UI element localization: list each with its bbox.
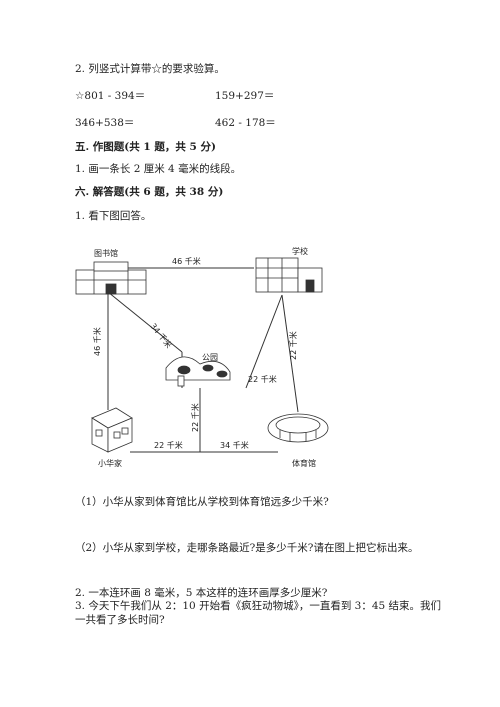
calc-item-4: 462 - 178＝ xyxy=(215,117,276,129)
park-icon xyxy=(165,356,231,387)
dist-library-school: 46 千米 xyxy=(172,256,201,266)
label-library: 图书馆 xyxy=(94,248,118,258)
label-park: 公园 xyxy=(202,353,218,362)
school-icon xyxy=(255,257,323,293)
section6-heading: 六. 解答题(共 6 题，共 38 分) xyxy=(75,186,224,198)
gym-icon xyxy=(267,413,329,443)
section5-question-1: 1. 画一条长 2 厘米 4 毫米的线段。 xyxy=(75,163,242,175)
sub-question-2: （2）小华从家到学校，走哪条路最近?是多少千米?请在图上把它标出来。 xyxy=(75,542,419,554)
section6-question-1: 1. 看下图回答。 xyxy=(75,210,152,222)
dist-school-gym: 22 千米 xyxy=(288,331,298,360)
question-2: 2. 一本连环画 8 毫米，5 本这样的连环画厚多少厘米? xyxy=(75,587,328,599)
label-school: 学校 xyxy=(292,246,308,256)
dist-park-school: 22 千米 xyxy=(248,374,277,384)
library-icon xyxy=(75,261,147,295)
calc-instruction: 2. 列竖式计算带☆的要求验算。 xyxy=(75,63,225,75)
sub-question-1: （1）小华从家到体育馆比从学校到体育馆远多少千米? xyxy=(75,496,329,508)
dist-park-vertical: 22 千米 xyxy=(190,403,200,432)
section5-heading: 五. 作图题(共 1 题，共 5 分) xyxy=(75,141,216,153)
calc-item-2: 159+297＝ xyxy=(215,90,275,102)
calc-item-3: 346+538＝ xyxy=(75,117,135,129)
dist-home-junction: 22 千米 xyxy=(154,440,183,450)
route-map: 图书馆 学校 公园 小华家 体育馆 46 千米 34 千米 46 千米 xyxy=(75,246,329,468)
question-3-line-1: 3. 今天下午我们从 2：10 开始看《疯狂动物城》，一直看到 3：45 结束。… xyxy=(75,600,442,612)
question-3-line-2: 一共看了多长时间? xyxy=(75,614,165,626)
dist-junction-gym: 34 千米 xyxy=(220,440,249,450)
label-gym: 体育馆 xyxy=(292,458,316,468)
calc-item-1: ☆801 - 394＝ xyxy=(75,90,146,102)
home-icon xyxy=(91,407,133,453)
dist-library-home: 46 千米 xyxy=(92,327,102,356)
label-home: 小华家 xyxy=(98,458,122,468)
dist-library-park: 34 千米 xyxy=(148,321,174,350)
